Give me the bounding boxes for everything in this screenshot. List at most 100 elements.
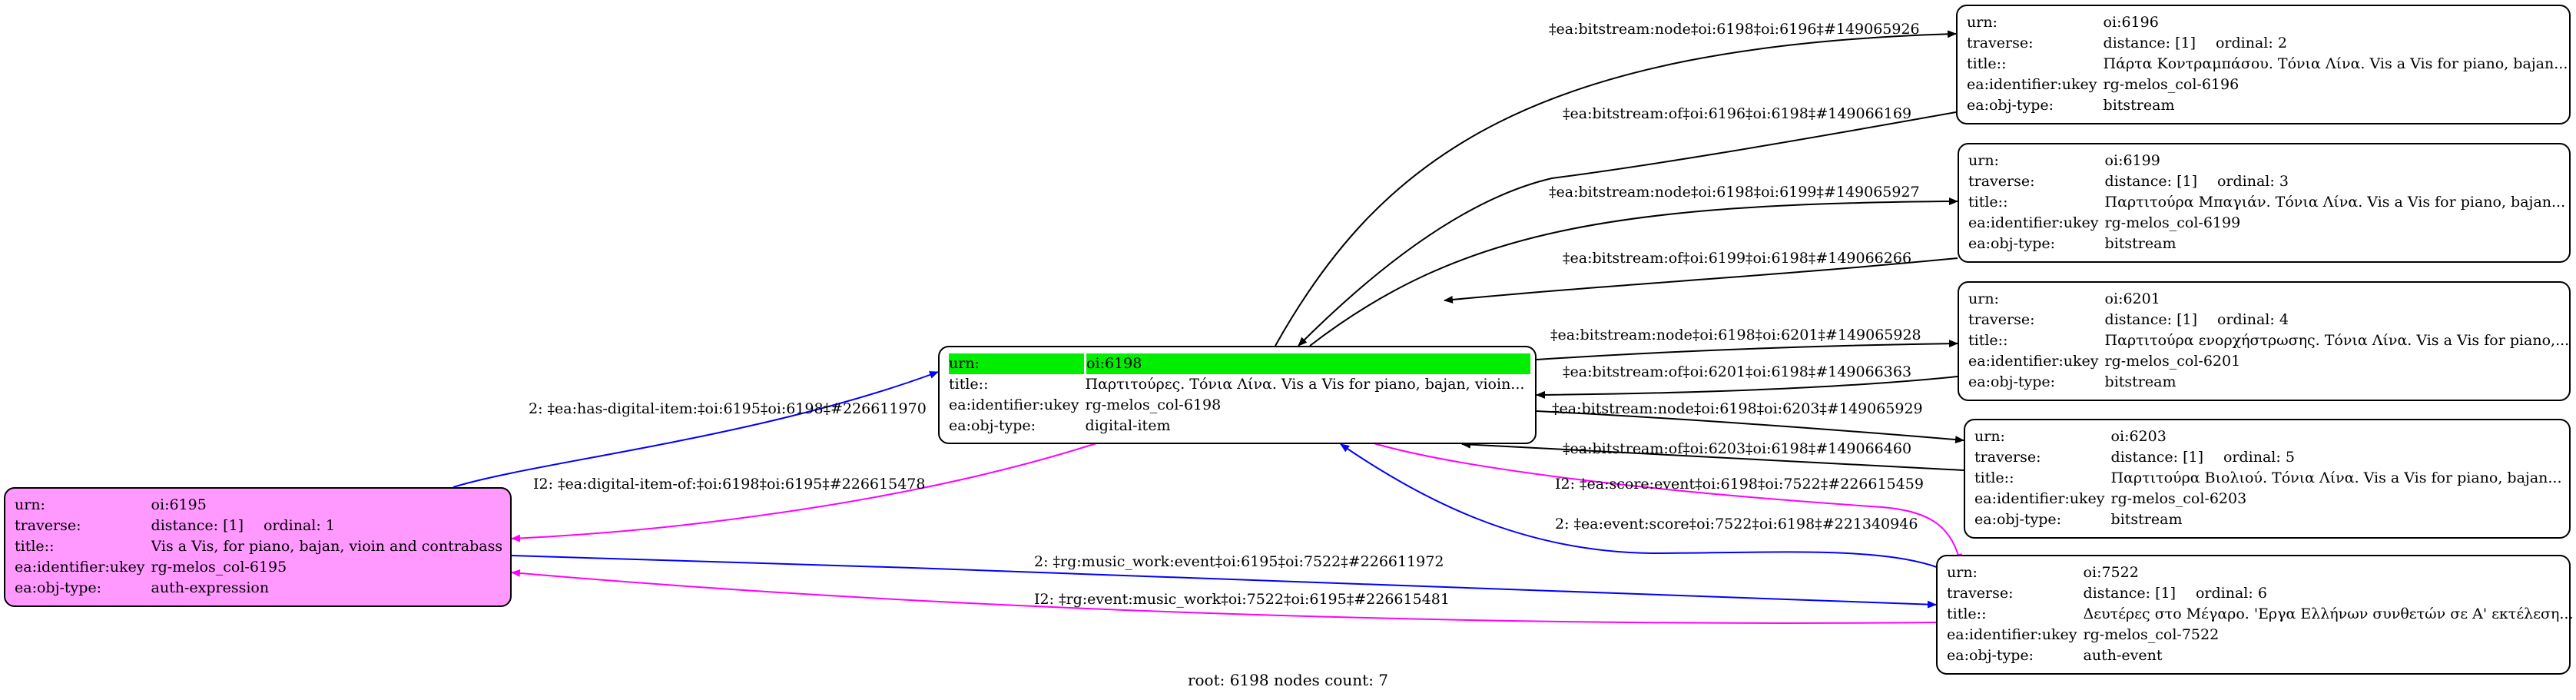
edge-bitstream-of-6199	[1444, 257, 1958, 304]
title-value: Δευτέρες στο Μέγαρο. 'Εργα Ελλήνων συνθε…	[2083, 605, 2574, 622]
ukey-key: ea:identifier:ukey	[1947, 626, 2077, 643]
distance-value: distance: [1]	[2083, 585, 2176, 602]
distance-value: distance: [1]	[2104, 173, 2197, 190]
edge-label-bitstream-of-6203: ‡ea:bitstream:of‡oi:6203‡oi:6198‡#149066…	[1563, 440, 1911, 457]
title-key: title::	[15, 538, 55, 555]
title-key: title::	[1967, 55, 2007, 72]
edge-bitstream-node-6199	[1309, 197, 1958, 347]
type-value: auth-expression	[151, 579, 270, 596]
ordinal-value: ordinal: 4	[2216, 311, 2289, 328]
title-key: title::	[1947, 605, 1987, 622]
edge-label-music-work-event: 2: ‡rg:music_work:event‡oi:6195‡oi:7522‡…	[1034, 553, 1444, 570]
edge-label-digital-item-of: I2: ‡ea:digital-item-of:‡oi:6198‡oi:6195…	[533, 476, 925, 493]
traverse-value: distance: [1]ordinal: 1	[151, 516, 503, 536]
type-key: ea:obj-type:	[15, 579, 102, 596]
ukey-key: ea:identifier:ukey	[1967, 76, 2097, 93]
urn-key: urn:	[1968, 290, 1999, 307]
distance-value: distance: [1]	[2110, 449, 2203, 466]
ukey-value: rg-melos_col-6196	[2103, 76, 2239, 93]
urn-key: urn:	[1968, 152, 1999, 169]
distance-value: distance: [1]	[2103, 35, 2196, 51]
type-value: bitstream	[2104, 235, 2177, 252]
edge-label-event-music-work: I2: ‡rg:event:music_work‡oi:7522‡oi:6195…	[1034, 591, 1450, 608]
urn-value: oi:6201	[2104, 290, 2160, 307]
node-7522-fields: urn: oi:7522 traverse: distance: [1] ordina…	[1947, 562, 2574, 666]
traverse-key: traverse:	[15, 517, 81, 534]
node-6195-fields: urn:oi:6195 traverse:distance: [1]ordina…	[15, 495, 502, 599]
urn-key: urn:	[1947, 564, 1978, 581]
edge-bitstream-of-6201	[1536, 376, 1958, 399]
edge-label-score-event: I2: ‡ea:score:event‡oi:6198‡oi:7522‡#226…	[1555, 476, 1924, 493]
traverse-value: distance: [1] ordinal: 6	[2084, 583, 2574, 604]
node-6198[interactable]: urn:oi:6198 title::Παρτιτούρες. Τόνια Λί…	[938, 346, 1537, 444]
urn-value: oi:7522	[2083, 564, 2139, 581]
node-6203[interactable]: urn:oi:6203 traverse:distance: [1]ordina…	[1964, 419, 2571, 539]
edge-has-digital-item	[453, 371, 939, 488]
type-key: ea:obj-type:	[1967, 97, 2054, 114]
traverse-value: distance: [1] ordinal: 4	[2105, 310, 2570, 330]
ukey-value: rg-melos_col-7522	[2083, 626, 2220, 643]
ordinal-value: ordinal: 3	[2216, 173, 2289, 190]
edge-bitstream-node-6203	[1536, 410, 1964, 444]
type-value: digital-item	[1085, 417, 1171, 434]
edge-digital-item-of	[511, 442, 1099, 542]
type-key: ea:obj-type:	[1974, 511, 2062, 528]
traverse-key: traverse:	[1967, 35, 2034, 51]
edge-bitstream-of-6196	[1298, 111, 1957, 347]
urn-key: urn:	[1967, 14, 1997, 31]
traverse-key: traverse:	[1968, 311, 2035, 328]
ukey-value: rg-melos_col-6199	[2104, 214, 2241, 231]
ukey-key: ea:identifier:ukey	[949, 396, 1079, 413]
ordinal-value: ordinal: 6	[2195, 585, 2267, 602]
type-value: bitstream	[2103, 97, 2175, 114]
edge-label-bitstream-node-6201: ‡ea:bitstream:node‡oi:6198‡oi:6201‡#1490…	[1550, 327, 1921, 343]
title-value: Παρτιτούρα ενορχήστρωσης. Τόνια Λίνα. Vi…	[2104, 332, 2570, 349]
node-6201[interactable]: urn: oi:6201 traverse: distance: [1] ordina…	[1958, 281, 2571, 401]
node-6195[interactable]: urn:oi:6195 traverse:distance: [1]ordina…	[4, 487, 512, 607]
ukey-value: rg-melos_col-6195	[151, 559, 287, 576]
title-key: title::	[1974, 469, 2014, 486]
edge-label-bitstream-of-6196: ‡ea:bitstream:of‡oi:6196‡oi:6198‡#149066…	[1563, 105, 1911, 122]
ordinal-value: ordinal: 2	[2215, 35, 2287, 51]
edge-bitstream-node-6196	[1275, 30, 1957, 347]
edge-event-music-work	[511, 569, 1937, 624]
edge-label-has-digital-item: 2: ‡ea:has-digital-item:‡oi:6195‡oi:6198…	[529, 400, 927, 417]
ukey-value: rg-melos_col-6203	[2110, 490, 2247, 507]
node-7522[interactable]: urn: oi:7522 traverse: distance: [1] ordina…	[1936, 555, 2574, 675]
node-6201-fields: urn: oi:6201 traverse: distance: [1] ordina…	[1968, 289, 2569, 393]
edge-bitstream-node-6201	[1536, 340, 1958, 360]
ukey-key: ea:identifier:ukey	[1968, 353, 2099, 370]
node-6203-fields: urn:oi:6203 traverse:distance: [1]ordina…	[1974, 426, 2562, 530]
node-6196[interactable]: urn: oi:6196 traverse: distance: [1] ordina…	[1956, 5, 2571, 124]
edge-label-event-score: 2: ‡ea:event:score‡oi:7522‡oi:6198‡#2213…	[1555, 516, 1918, 532]
title-value: Παρτιτούρα Βιολιού. Τόνια Λίνα. Vis a Vi…	[2110, 469, 2562, 486]
node-6199[interactable]: urn: oi:6199 traverse: distance: [1] ordina…	[1958, 143, 2571, 263]
edge-score-event	[1371, 442, 1962, 563]
graph-footer: root: 6198 nodes count: 7	[1187, 671, 1389, 689]
urn-value: oi:6199	[2104, 152, 2160, 169]
traverse-value: distance: [1] ordinal: 3	[2105, 171, 2566, 192]
node-6199-fields: urn: oi:6199 traverse: distance: [1] ordina…	[1968, 151, 2565, 254]
type-key: ea:obj-type:	[1968, 373, 2056, 390]
ukey-value: rg-melos_col-6201	[2104, 353, 2241, 370]
traverse-key: traverse:	[1947, 585, 2014, 602]
title-value: Παρτιτούρα Μπαγιάν. Τόνια Λίνα. Vis a Vi…	[2104, 194, 2566, 211]
urn-key: urn:	[949, 353, 1087, 374]
node-6198-fields: urn:oi:6198 title::Παρτιτούρες. Τόνια Λί…	[949, 353, 1530, 436]
edge-label-bitstream-node-6196: ‡ea:bitstream:node‡oi:6198‡oi:6196‡#1490…	[1549, 21, 1920, 38]
title-key: title::	[949, 376, 989, 393]
urn-value: oi:6203	[2110, 428, 2167, 445]
traverse-value: distance: [1] ordinal: 2	[2104, 33, 2568, 54]
type-key: ea:obj-type:	[1968, 235, 2056, 252]
traverse-key: traverse:	[1968, 173, 2035, 190]
type-key: ea:obj-type:	[1947, 647, 2034, 664]
urn-value: oi:6196	[2103, 14, 2159, 31]
type-key: ea:obj-type:	[949, 417, 1036, 434]
urn-value: oi:6195	[151, 496, 207, 513]
type-value: bitstream	[2104, 373, 2177, 390]
title-value: Πάρτα Κοντραμπάσου. Τόνια Λίνα. Vis a Vi…	[2103, 55, 2568, 72]
distance-value: distance: [1]	[2104, 311, 2197, 328]
title-key: title::	[1968, 332, 2008, 349]
urn-key: urn:	[1974, 428, 2005, 445]
